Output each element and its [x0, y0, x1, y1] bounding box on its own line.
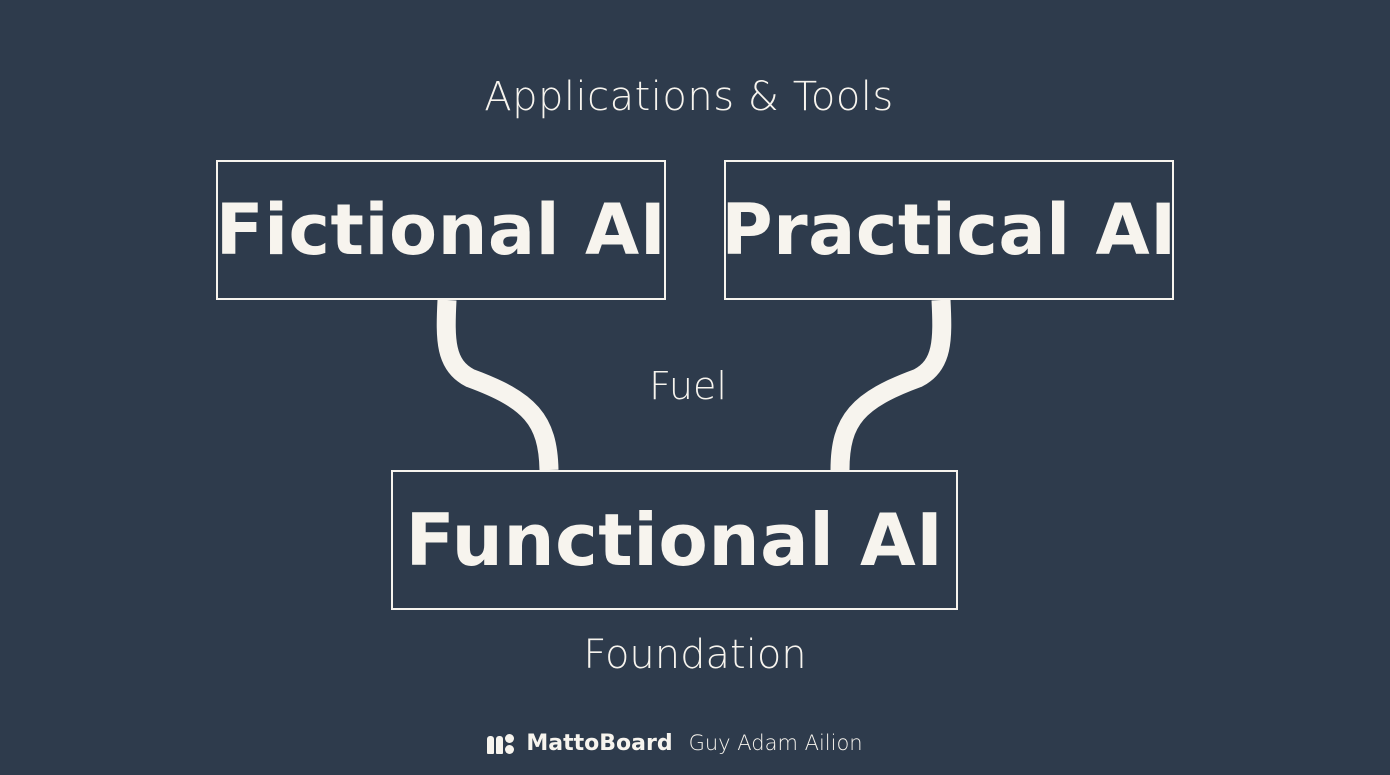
applications-tools-label: Applications & Tools [484, 74, 894, 120]
functional-ai-title: Functional AI [405, 498, 944, 582]
brand-name: MattoBoard [526, 730, 673, 756]
practical-ai-title: Practical AI [721, 189, 1177, 271]
fictional-ai-title: Fictional AI [215, 189, 667, 271]
author-name: Guy Adam Ailion [688, 731, 863, 755]
foundation-label: Foundation [583, 632, 807, 678]
functional-ai-box: Functional AI [391, 470, 958, 610]
right-connector-curve [830, 299, 952, 471]
fuel-label: Fuel [649, 364, 727, 408]
fictional-ai-box: Fictional AI [216, 160, 666, 300]
practical-ai-box: Practical AI [721, 160, 1177, 300]
mattoboard-logo-icon [487, 732, 515, 754]
left-connector-curve [436, 299, 559, 471]
footer: MattoBoard Guy Adam Ailion [0, 728, 1370, 758]
